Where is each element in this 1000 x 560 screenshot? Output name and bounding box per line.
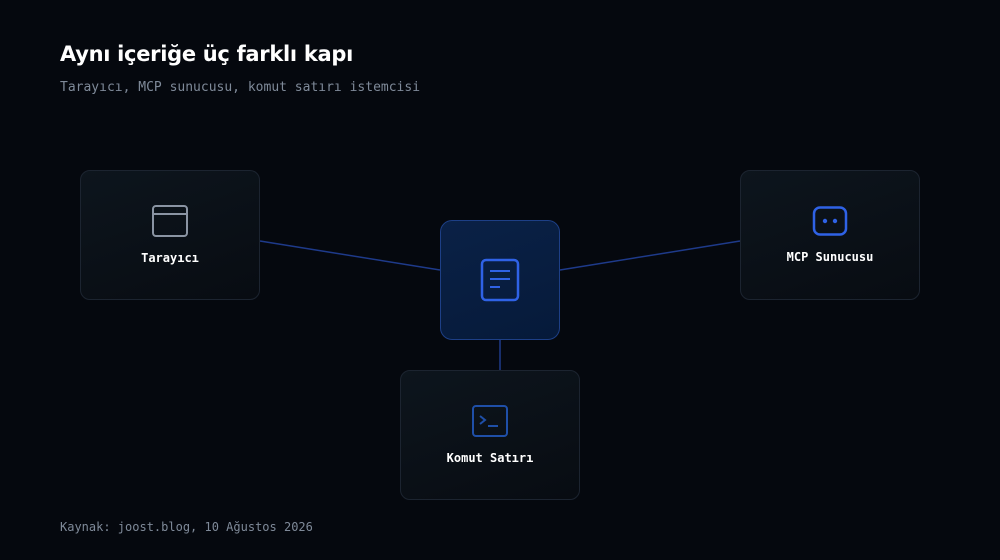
browser-window-icon bbox=[152, 205, 188, 237]
document-icon bbox=[480, 258, 520, 302]
connector-browser-center bbox=[259, 240, 441, 271]
node-content-document bbox=[440, 220, 560, 340]
page-title: Aynı içeriğe üç farklı kapı bbox=[60, 42, 353, 66]
node-browser: Tarayıcı bbox=[80, 170, 260, 300]
robot-face-icon bbox=[812, 206, 848, 236]
node-command-line: Komut Satırı bbox=[400, 370, 580, 500]
terminal-icon bbox=[472, 405, 508, 437]
node-label-mcp: MCP Sunucusu bbox=[786, 250, 874, 264]
source-caption: Kaynak: joost.blog, 10 Ağustos 2026 bbox=[60, 520, 313, 534]
connector-mcp-center bbox=[559, 240, 741, 271]
node-label-cli: Komut Satırı bbox=[446, 451, 534, 465]
node-mcp-server: MCP Sunucusu bbox=[740, 170, 920, 300]
node-label-browser: Tarayıcı bbox=[141, 251, 199, 265]
page-subtitle: Tarayıcı, MCP sunucusu, komut satırı ist… bbox=[60, 80, 421, 95]
